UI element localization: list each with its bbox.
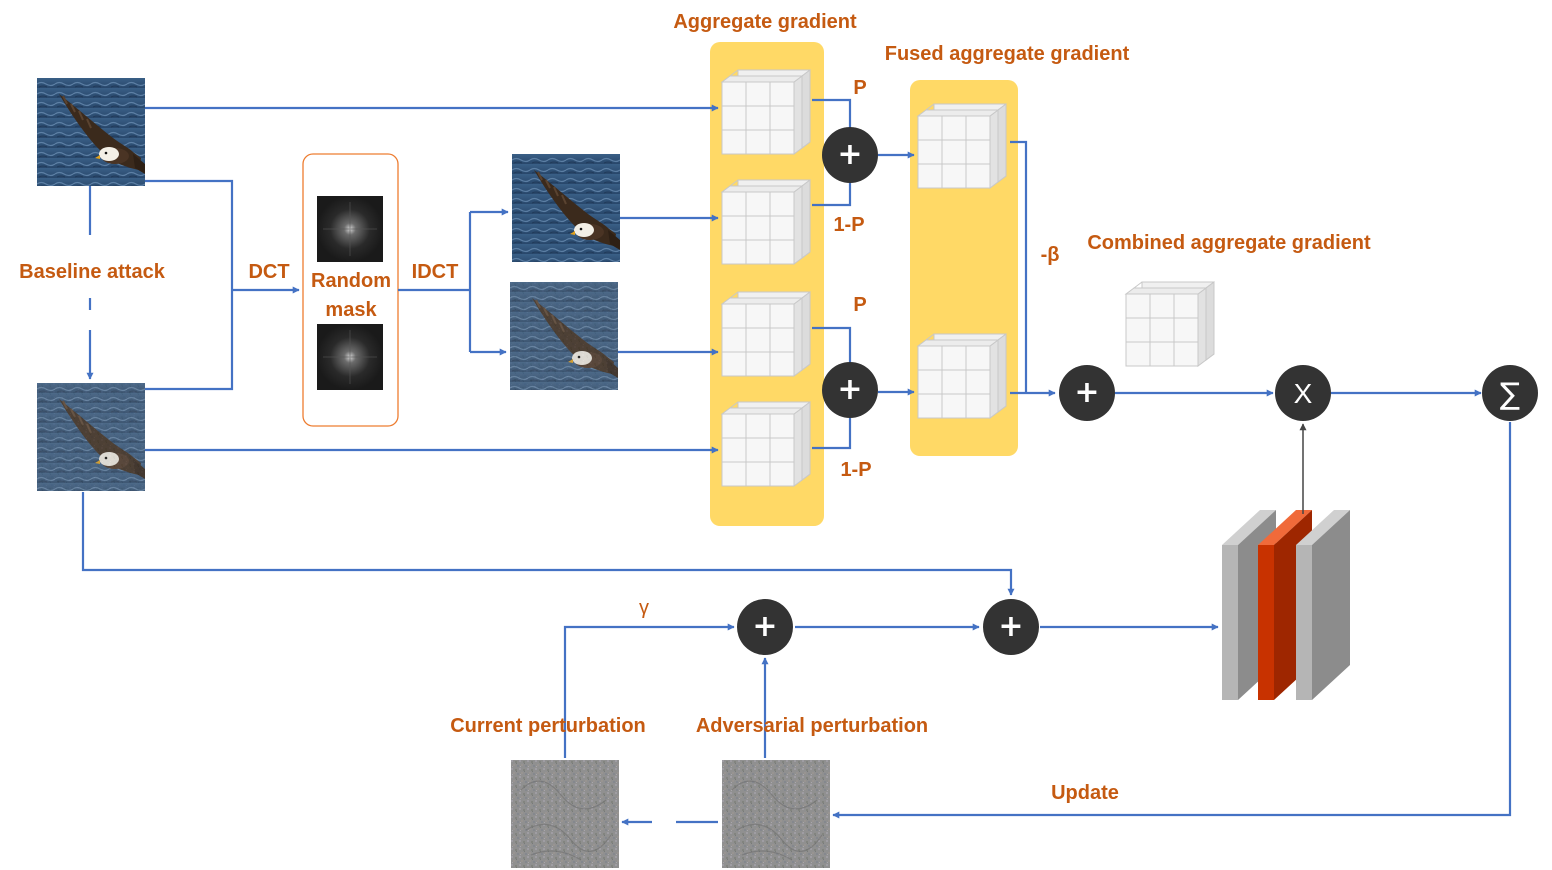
current-perturbation-image [510, 759, 620, 869]
aggregate-gradient-cube-1 [721, 69, 811, 155]
plus-node-combined: + [1059, 365, 1115, 421]
svg-text:+: + [752, 609, 777, 644]
aggregate-gradient-cube-4 [721, 401, 811, 487]
fused-aggregate-gradient-label: Fused aggregate gradient [884, 43, 1130, 65]
original-image [36, 77, 146, 187]
svg-text:X: X [1294, 378, 1313, 409]
svg-text:+: + [998, 609, 1023, 644]
plus-node-top: + [822, 127, 878, 183]
svg-text:+: + [837, 137, 862, 172]
random-mask-label: Random mask [311, 270, 391, 321]
aggregate-gradient-cube-2 [721, 179, 811, 265]
idct-label: IDCT [411, 261, 459, 283]
one-minus-p-label-top: 1-P [833, 214, 865, 236]
frequency-mask-top [316, 195, 384, 263]
sum-node: ∑ [1482, 365, 1538, 421]
svg-text:∑: ∑ [1500, 377, 1520, 412]
transformed-image-2 [510, 282, 618, 390]
baseline-attack-label: Baseline attack [19, 261, 165, 283]
adversarial-perturbation-label: Adversarial perturbation [695, 715, 929, 737]
dct-label: DCT [248, 261, 290, 283]
fused-gradient-cube-1 [917, 103, 1007, 189]
transformed-image-1 [511, 153, 621, 263]
svg-text:+: + [837, 372, 862, 407]
plus-node-perturbation: + [737, 599, 793, 655]
neg-beta-label: -β [1040, 244, 1060, 266]
combined-gradient-cube [1125, 281, 1215, 367]
combined-aggregate-gradient-label: Combined aggregate gradient [1087, 232, 1371, 254]
plus-node-bottom: + [822, 362, 878, 418]
p-label-top: P [853, 77, 867, 99]
gamma-label: γ [639, 597, 649, 619]
update-label: Update [1051, 782, 1119, 804]
aggregate-gradient-cube-3 [721, 291, 811, 377]
adversarial-perturbation-image [721, 759, 831, 869]
aggregate-gradient-label: Aggregate gradient [673, 11, 857, 33]
svg-text:+: + [1074, 375, 1099, 410]
p-label-bottom: P [853, 294, 867, 316]
plus-node-input: + [983, 599, 1039, 655]
baseline-adversarial-image [37, 383, 145, 491]
one-minus-p-label-bottom: 1-P [840, 459, 872, 481]
current-perturbation-label: Current perturbation [450, 715, 646, 737]
surrogate-network [1222, 510, 1350, 700]
frequency-mask-bottom [316, 323, 384, 391]
multiply-node: X [1275, 365, 1331, 421]
fused-gradient-cube-2 [917, 333, 1007, 419]
